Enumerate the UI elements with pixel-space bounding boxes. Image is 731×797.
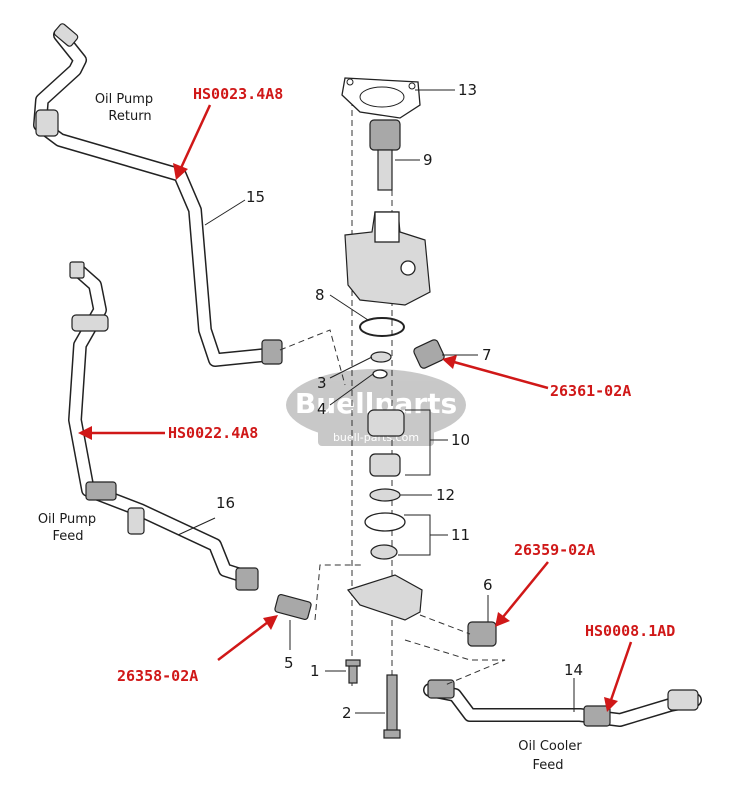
caption-oil-pump-return-line1: Oil Pump — [95, 92, 153, 107]
drive-gear-part-9 — [369, 119, 401, 191]
rotor-set-part-10 — [367, 409, 405, 477]
washer-part-4 — [372, 369, 388, 379]
gasket-part-13 — [341, 77, 421, 119]
elbow-fitting-part-7 — [413, 339, 445, 369]
callout-1: 1 — [310, 662, 320, 680]
callout-4: 4 — [317, 400, 327, 418]
part-number-fitting-5: 26358-02A — [117, 667, 198, 685]
oil-cooler-feed-hose — [423, 679, 702, 727]
caption-oil-cooler-feed-line2: Feed — [532, 758, 563, 773]
bolt-part-1 — [345, 659, 361, 684]
callout-6: 6 — [483, 576, 493, 594]
oil-pump-return-hose — [33, 23, 283, 367]
washer-part-12 — [369, 488, 401, 502]
pump-cover-plate — [346, 574, 423, 621]
callout-2: 2 — [342, 704, 352, 722]
part-number-return-hose: HS0023.4A8 — [193, 85, 283, 103]
part-number-cooler-hose: HS0008.1AD — [585, 622, 675, 640]
routing-line-fitting-6 — [419, 614, 471, 635]
callout-9: 9 — [423, 151, 433, 169]
routing-line-cooler — [404, 639, 506, 686]
caption-oil-pump-return-line2: Return — [108, 109, 151, 124]
part-number-fitting-7: 26361-02A — [550, 382, 631, 400]
washer-part-3 — [370, 351, 392, 363]
callout-12: 12 — [436, 486, 455, 504]
callout-3: 3 — [317, 374, 327, 392]
callout-7: 7 — [482, 346, 492, 364]
callout-10: 10 — [451, 431, 470, 449]
callout-15: 15 — [246, 188, 265, 206]
oil-pump-body — [344, 211, 431, 306]
callout-11: 11 — [451, 526, 470, 544]
fitting-part-6 — [467, 621, 497, 647]
routing-line-return — [279, 329, 346, 386]
rotor-set-part-11 — [364, 512, 406, 560]
callout-leaders — [177, 89, 575, 714]
part-number-feed-hose: HS0022.4A8 — [168, 424, 258, 442]
oil-pump-feed-hose — [68, 261, 259, 591]
routing-line-feed — [314, 564, 362, 621]
o-ring-part-8 — [359, 317, 405, 337]
part-number-arrows — [78, 104, 633, 712]
callout-13: 13 — [458, 81, 477, 99]
caption-oil-cooler-feed-line1: Oil Cooler — [518, 739, 582, 754]
callout-14: 14 — [564, 661, 583, 679]
caption-oil-pump-feed-line1: Oil Pump — [38, 512, 96, 527]
callout-16: 16 — [216, 494, 235, 512]
callout-8: 8 — [315, 286, 325, 304]
part-number-fitting-6: 26359-02A — [514, 541, 595, 559]
bolt-part-2 — [383, 674, 401, 739]
fitting-part-5 — [274, 593, 312, 621]
callout-5: 5 — [284, 654, 294, 672]
caption-oil-pump-feed-line2: Feed — [52, 529, 83, 544]
